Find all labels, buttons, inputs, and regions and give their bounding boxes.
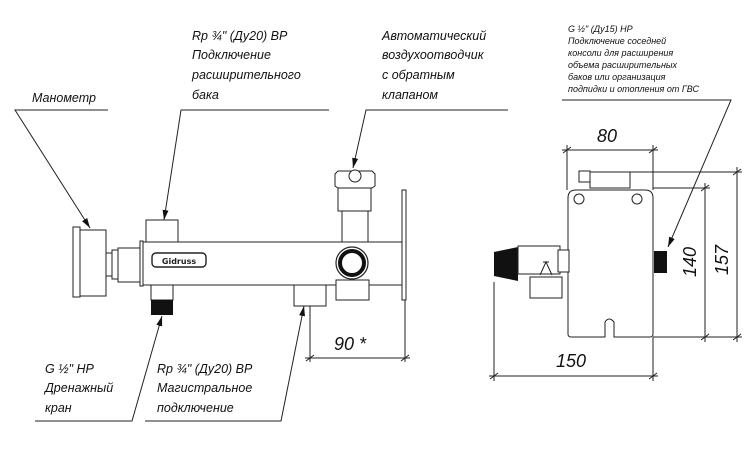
label-line: Подключение соседней: [568, 36, 666, 46]
drain-valve: [494, 245, 570, 299]
dimension-width-label: 80: [597, 126, 617, 146]
label-line: консоли для расширения: [568, 48, 673, 58]
label-expansion: Rp ¾" (Ду20) ВР Подключение расширительн…: [191, 29, 301, 102]
leader-manometer: [14, 109, 108, 229]
dimension-length: 90 *: [305, 300, 410, 362]
label-line: баков или организация: [568, 72, 666, 82]
dimension-height-total: 157: [630, 167, 742, 342]
label-line: с обратным: [382, 68, 455, 82]
top-nut: [589, 171, 631, 189]
label-line: Rp ¾" (Ду20) ВР: [157, 362, 253, 376]
front-view: Gidruss 90 *: [14, 109, 508, 422]
label-line: бака: [192, 88, 219, 102]
wall-plate: [401, 189, 407, 301]
pipe-end-flange: [139, 240, 144, 287]
top-nut-cap: [578, 170, 591, 183]
label-line: клапаном: [382, 88, 438, 102]
label-line: Дренажный: [43, 381, 113, 395]
label-line: Автоматический: [381, 29, 486, 43]
dimension-height-plate-label: 140: [680, 247, 700, 277]
side-view: 80 157 140 150: [489, 99, 742, 381]
leader-neighbor: [562, 99, 732, 248]
label-line: подключение: [157, 401, 234, 415]
mounting-plate: [567, 189, 654, 338]
leader-expansion: [162, 109, 329, 221]
leader-air-vent: [352, 109, 508, 169]
svg-text:Gidruss: Gidruss: [162, 257, 196, 266]
manometer: [72, 226, 143, 298]
label-line: Rp ¾" (Ду20) ВР: [192, 29, 288, 43]
leader-main: [145, 305, 305, 422]
dimension-height-plate: 140: [653, 183, 710, 342]
label-main: Rp ¾" (Ду20) ВР Магистральное подключени…: [157, 362, 253, 415]
label-air-vent: Автоматический воздухоотводчик с обратны…: [381, 29, 486, 102]
brand-logo: Gidruss: [151, 252, 207, 268]
label-manometer: Манометр: [32, 91, 96, 105]
label-line: расширительного: [191, 68, 301, 82]
main-port: [293, 284, 327, 307]
label-line: воздухоотводчик: [382, 48, 485, 62]
neighbor-fitting: [654, 251, 667, 273]
label-line: кран: [45, 401, 72, 415]
label-line: Подключение: [192, 48, 271, 62]
label-line: G ½" НР: [45, 362, 95, 376]
air-vent: [334, 169, 376, 243]
label-line: Магистральное: [157, 381, 252, 395]
drain-fitting: [150, 284, 174, 315]
dimension-depth: 150: [489, 282, 658, 381]
label-drain: G ½" НР Дренажный кран: [43, 362, 113, 415]
expansion-port: [145, 219, 179, 243]
dimension-height-total-label: 157: [712, 244, 732, 275]
mounting-hole: [631, 193, 643, 205]
label-line: G ½" (Ду15) НР: [568, 24, 633, 34]
dimension-depth-label: 150: [556, 351, 586, 371]
dimension-width: 80: [562, 126, 658, 190]
label-line: подпидки и отопления от ГВС: [568, 84, 700, 94]
leader-drain: [35, 315, 163, 422]
label-neighbor: G ½" (Ду15) НР Подключение соседней конс…: [568, 24, 700, 94]
side-port: [335, 246, 370, 301]
mounting-hole: [573, 193, 585, 205]
dimension-length-label: 90 *: [334, 334, 367, 354]
label-line: объема расширительных: [568, 60, 678, 70]
